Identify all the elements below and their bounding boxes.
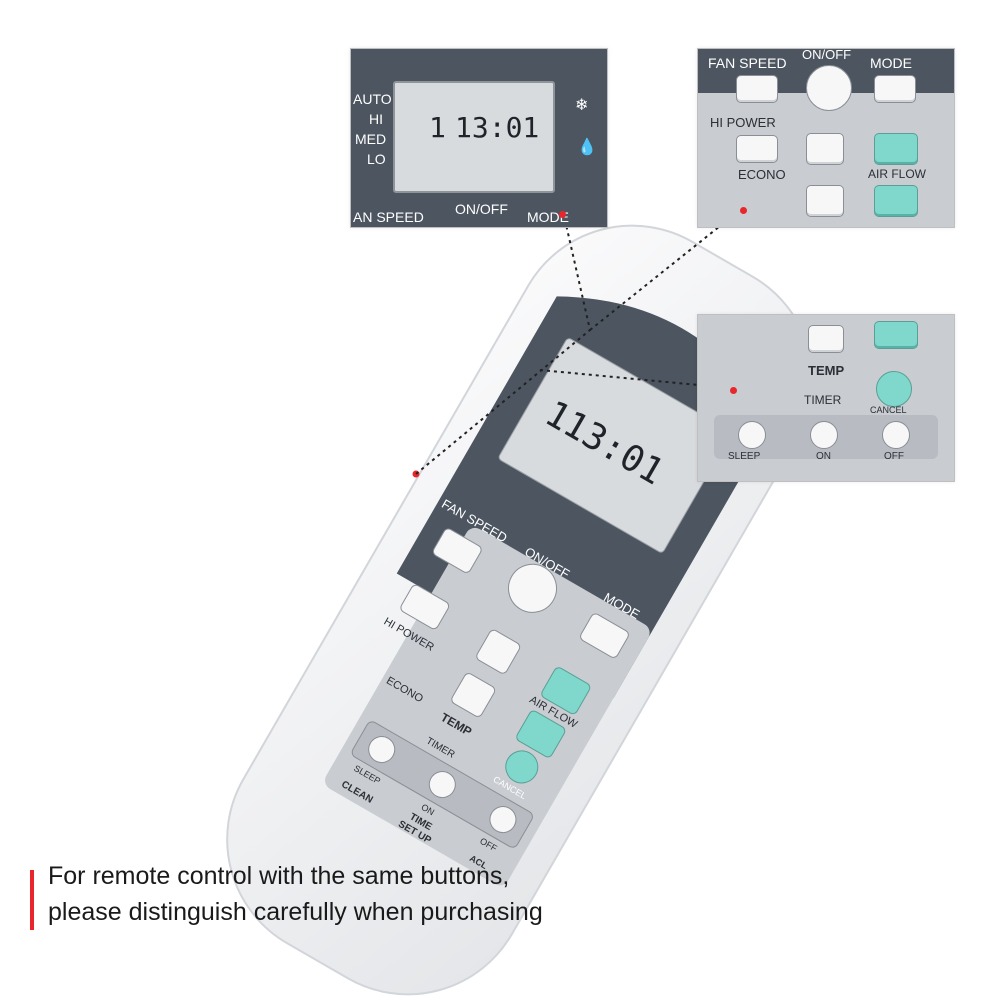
inset2-econo-label: ECONO	[738, 167, 786, 182]
inset2-hi-power-label: HI POWER	[710, 115, 776, 130]
mode-button	[580, 613, 629, 658]
speed-hi: HI	[369, 111, 383, 127]
sleep-button	[368, 736, 396, 764]
dry-mode-icon: 💧	[577, 139, 597, 156]
airflow-down-button	[516, 710, 566, 758]
inset2-mode-label: MODE	[870, 55, 912, 71]
inset3-off-label: OFF	[884, 451, 904, 462]
control-panel	[325, 527, 650, 886]
inset3-timer-label: TIMER	[804, 393, 842, 407]
inset-fan-speed-label: AN SPEED	[353, 209, 424, 225]
inset3-airflow-button[interactable]	[874, 321, 918, 349]
inset3-sleep-label: SLEEP	[728, 451, 761, 462]
inset2-hi-power-button[interactable]	[736, 135, 778, 163]
inset-on-off-label: ON/OFF	[455, 201, 508, 217]
inset2-temp-down-button[interactable]	[806, 185, 844, 217]
inset3-temp-label: TEMP	[808, 363, 845, 378]
inset3-off-button[interactable]	[882, 421, 910, 449]
lcd-closeup-inset: 1 13:01 AUTO HI MED LO AN SPEED ON/OFF M…	[350, 48, 608, 228]
hi-power-button	[400, 584, 450, 630]
airflow-up-button	[541, 667, 591, 715]
inset-lcd-time: 13:01	[455, 111, 540, 144]
inset3-cancel-label: CANCEL	[870, 405, 907, 415]
inset2-pointer-dot	[740, 207, 747, 214]
cancel-button	[505, 750, 539, 784]
inset3-cancel-button[interactable]	[876, 371, 912, 407]
inset2-on-off-button[interactable]	[806, 65, 852, 111]
inset3-pointer-dot	[730, 387, 737, 394]
timer-off-button	[489, 806, 517, 834]
inset2-fan-speed-button[interactable]	[736, 75, 778, 103]
inset2-fan-speed-label: FAN SPEED	[708, 55, 787, 71]
inset-lcd-digit: 1	[429, 111, 446, 144]
inset3-temp-down-button[interactable]	[808, 325, 844, 353]
inset3-on-label: ON	[816, 451, 831, 462]
cool-mode-icon: ❄	[575, 97, 589, 114]
inset2-on-off-label: ON/OFF	[802, 48, 852, 62]
fan-speed-button	[432, 528, 482, 573]
inset3-on-button[interactable]	[810, 421, 838, 449]
upper-buttons-inset: FAN SPEED ON/OFF MODE HI POWER ECONO AIR…	[697, 48, 955, 228]
lower-buttons-inset: TEMP TIMER CANCEL SLEEP ON OFF	[697, 314, 955, 482]
inset2-airflow-down-button[interactable]	[874, 185, 918, 217]
speed-auto: AUTO	[353, 91, 392, 107]
inset2-air-flow-label: AIR FLOW	[868, 167, 927, 181]
inset-mode-dot	[559, 211, 566, 218]
on-off-button	[508, 563, 557, 613]
lcd-screen	[498, 338, 732, 553]
speed-med: MED	[355, 131, 387, 147]
caption-accent-bar	[30, 870, 34, 930]
inset2-temp-up-button[interactable]	[806, 133, 844, 165]
inset2-airflow-up-button[interactable]	[874, 133, 918, 165]
temp-up-button	[476, 629, 521, 674]
temp-down-button	[451, 673, 496, 717]
timer-on-button	[428, 771, 456, 799]
inset-lcd-screen	[393, 81, 555, 193]
inset2-mode-button[interactable]	[874, 75, 916, 103]
caption-line-1: For remote control with the same buttons…	[48, 862, 510, 890]
caption-line-2: please distinguish carefully when purcha…	[48, 898, 543, 926]
speed-lo: LO	[367, 151, 386, 167]
inset-mode-label: MODE	[527, 209, 569, 225]
inset3-sleep-button[interactable]	[738, 421, 766, 449]
